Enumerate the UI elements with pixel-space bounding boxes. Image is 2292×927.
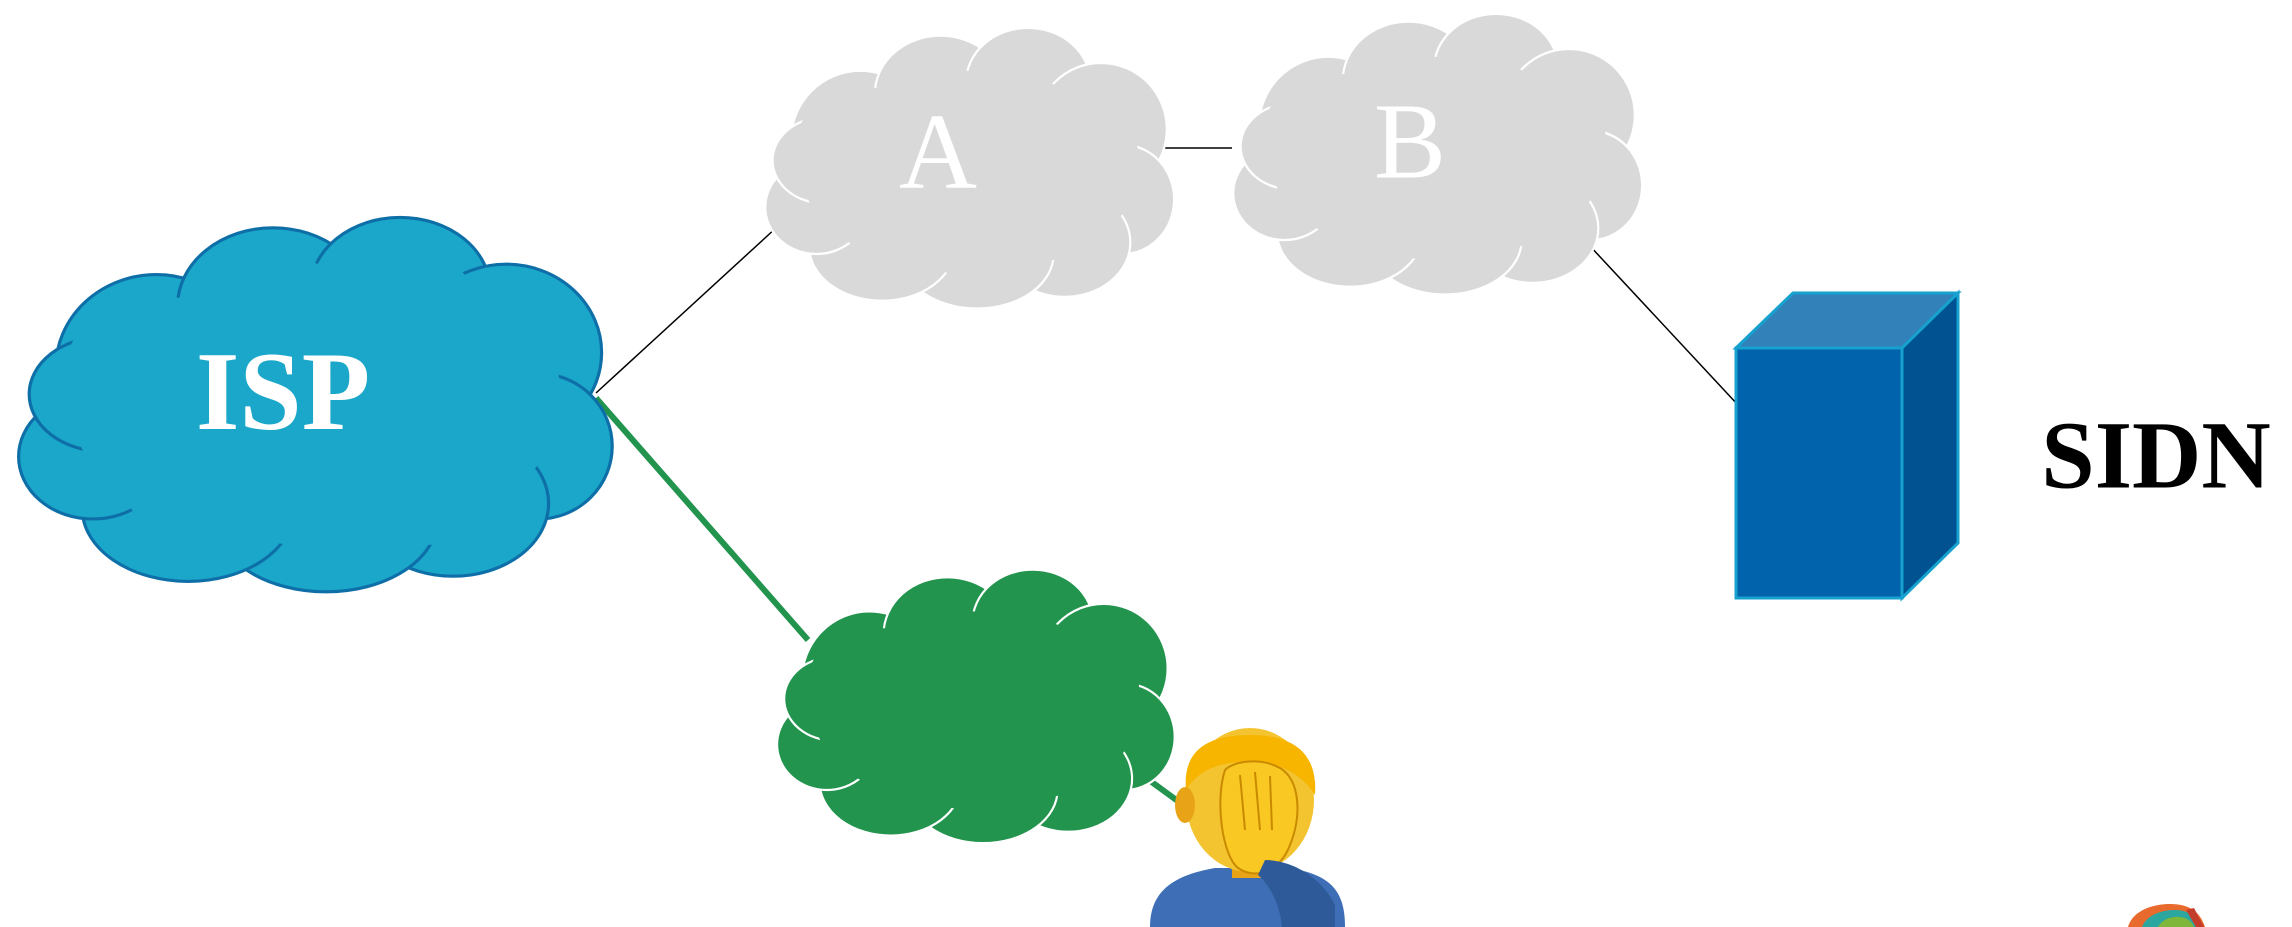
cloud-a: A: [764, 26, 1176, 310]
isp-cloud: ISP: [17, 215, 614, 594]
face-palm-person-icon: [1150, 728, 1345, 927]
cloud-a-label: A: [899, 93, 977, 212]
sidn-server: [1732, 289, 1962, 602]
partial-logo-icon: [2128, 904, 2205, 927]
link-isp-to-green-cloud: [593, 396, 811, 642]
link-isp-to-cloud-a: [595, 226, 778, 394]
server-side-face: [1900, 289, 1960, 602]
sidn-label: SIDN: [2041, 402, 2270, 509]
green-cloud: [775, 568, 1176, 845]
cloud-b-label: B: [1374, 83, 1446, 202]
cloud-b: B: [1232, 12, 1644, 296]
isp-label: ISP: [196, 330, 370, 454]
server-front-face: [1734, 346, 1904, 600]
